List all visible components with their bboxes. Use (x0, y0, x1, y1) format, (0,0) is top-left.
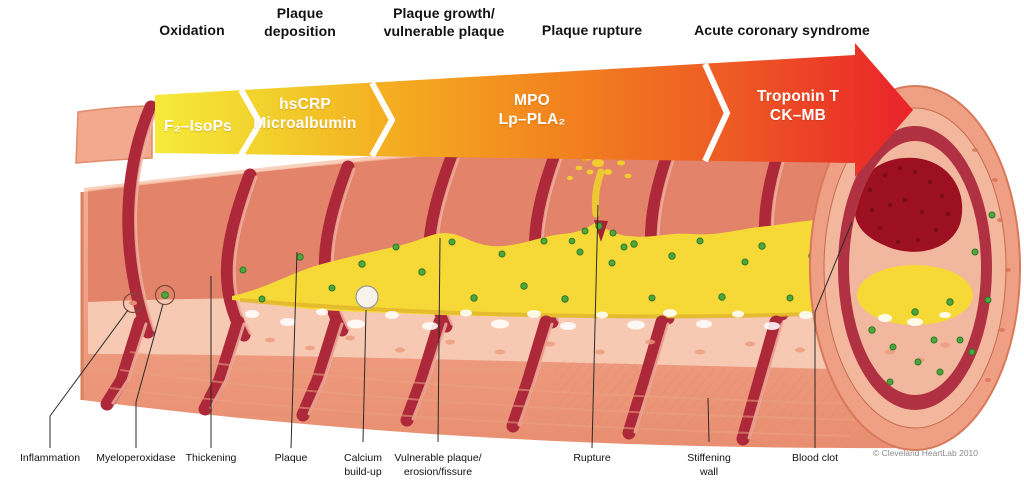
leader-lines (49, 204, 853, 449)
feature-label-myeloperoxidase: Myeloperoxidase (96, 452, 176, 464)
inflammation-callout-circle (122, 292, 144, 314)
callout-circles (122, 284, 379, 314)
stage-label-plaque-rupture: Plaque rupture (541, 22, 643, 38)
cap-rim-speckles (972, 148, 1011, 382)
blood-clot-leader (814, 221, 853, 448)
stage-label-plaque-deposition: Plaque deposition (264, 5, 336, 39)
feature-label-blood-clot: Blood clot (791, 452, 839, 464)
myeloperoxidase-leader (135, 303, 164, 448)
plaque-shape (232, 219, 866, 318)
biomarker-label-troponin-ckmb: Troponin T CK–MB (756, 88, 840, 124)
feature-label-calcium-buildup: Calcium build-up (344, 452, 382, 478)
clot-texture (867, 165, 951, 245)
arrow-chevron-separators (238, 62, 731, 163)
feature-label-thickening: Thickening (185, 452, 237, 464)
stage-label-plaque-growth: Plaque growth/ vulnerable plaque (383, 5, 505, 39)
calcium-leader (362, 309, 367, 443)
stiffening-wall-leader (707, 397, 710, 443)
biomarker-label-mpo-lppla2: MPO Lp–PLA₂ (498, 92, 566, 128)
biomarker-label-hscrp-microalbumin: hsCRP Microalbumin (253, 96, 357, 132)
stage-label-oxidation: Oxidation (159, 22, 225, 38)
feature-label-rupture: Rupture (573, 452, 611, 464)
feature-label-stiffening-wall: Stiffening wall (687, 452, 731, 478)
feature-label-plaque: Plaque (274, 452, 308, 464)
plaque-leader (290, 251, 298, 449)
biomarker-label-f2-isops: F₂–IsoPs (164, 118, 232, 135)
rupture-leader (591, 204, 599, 449)
myeloperoxidase-callout-circle (154, 284, 176, 306)
vulnerable-plaque-leader (437, 237, 441, 443)
inflammation-leader (49, 309, 129, 448)
biomarker-arrow (155, 43, 913, 177)
biomarker-arrow-body (155, 43, 913, 177)
artery-end-cap (809, 85, 1021, 451)
plaque-in-cap (857, 265, 973, 325)
copyright-credit: © Cleveland HeartLab 2010 (872, 448, 978, 458)
stage-label-acute-coronary-syndrome: Acute coronary syndrome (694, 22, 870, 38)
feature-label-inflammation: Inflammation (19, 452, 81, 464)
calcium-callout-circle (355, 285, 379, 309)
feature-label-vulnerable-plaque: Vulnerable plaque/ erosion/fissure (394, 452, 482, 478)
